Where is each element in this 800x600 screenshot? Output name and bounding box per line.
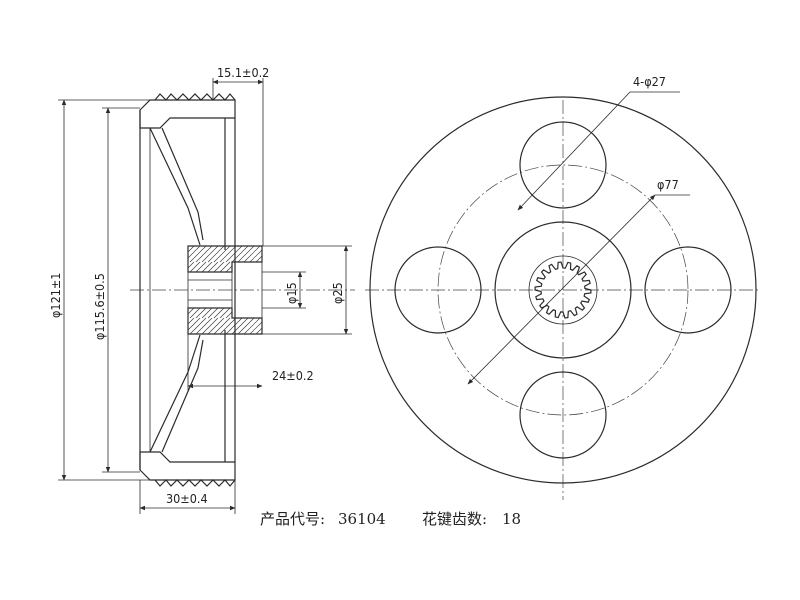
pcd-dimension: φ77 (657, 177, 679, 192)
section-hatch (225, 311, 233, 319)
side-section-view: 15.1±0.2 φ121±1 φ115.6±0.5 φ15 φ25 24±0.… (48, 65, 355, 514)
front-view: φ77 4-φ27 (365, 74, 760, 500)
product-code-value: 36104 (338, 510, 386, 528)
section-hatch (213, 245, 231, 263)
section-hatch (225, 317, 243, 335)
hole-pattern-dimension: 4-φ27 (633, 74, 666, 89)
section-hatch (213, 261, 225, 273)
section-hatch (225, 245, 243, 263)
section-hatch (189, 307, 201, 319)
section-hatch (207, 307, 219, 319)
section-hatch (187, 317, 201, 331)
section-hatch (231, 317, 249, 335)
section-hatch (255, 327, 263, 335)
section-hatch (237, 245, 255, 263)
hub-width-dimension: 15.1±0.2 (217, 65, 269, 80)
spline-teeth-value: 18 (502, 510, 521, 528)
section-hatch (237, 317, 255, 335)
bore-small-dimension: φ15 (284, 282, 299, 304)
section-hatch (201, 261, 213, 273)
section-hatch (225, 265, 233, 273)
section-hatch (195, 307, 207, 319)
section-hatch (195, 245, 213, 263)
overall-width-dimension: 30±0.4 (166, 491, 208, 506)
section-hatch (187, 317, 195, 325)
outer-diameter-dimension: φ121±1 (48, 273, 63, 318)
section-hatch (207, 261, 219, 273)
section-hatch (243, 245, 261, 263)
section-hatch (219, 245, 237, 263)
section-hatch (207, 245, 225, 263)
section-hatch (219, 307, 231, 319)
bore-depth-dimension: 24±0.2 (272, 368, 314, 383)
section-hatch (231, 245, 249, 263)
section-hatch (201, 317, 219, 335)
section-hatch (219, 317, 237, 335)
section-hatch (219, 261, 231, 273)
groove-diameter-dimension: φ115.6±0.5 (92, 273, 107, 340)
section-hatch (213, 307, 225, 319)
section-hatch (243, 317, 261, 335)
section-hatch (195, 317, 213, 335)
product-code-label: 产品代号: (260, 510, 325, 528)
section-hatch (207, 317, 225, 335)
section-hatch (213, 317, 231, 335)
section-hatch (189, 317, 207, 335)
section-hatch (201, 307, 213, 319)
section-hatch (189, 245, 207, 263)
section-hatch (187, 245, 195, 253)
spline-teeth-label: 花键齿数: (422, 510, 487, 528)
section-hatch (187, 245, 201, 259)
section-hatch (201, 245, 219, 263)
section-hatch (255, 255, 263, 263)
section-hatch (195, 261, 207, 273)
caption: 产品代号: 36104 花键齿数: 18 (260, 510, 521, 528)
bore-large-dimension: φ25 (330, 282, 345, 304)
section-hatch (249, 249, 263, 263)
section-hatch (189, 261, 201, 273)
section-hatch (187, 307, 195, 315)
section-hatch (249, 321, 263, 335)
pulley-outer-circle (369, 96, 757, 484)
section-hatch (187, 261, 195, 269)
